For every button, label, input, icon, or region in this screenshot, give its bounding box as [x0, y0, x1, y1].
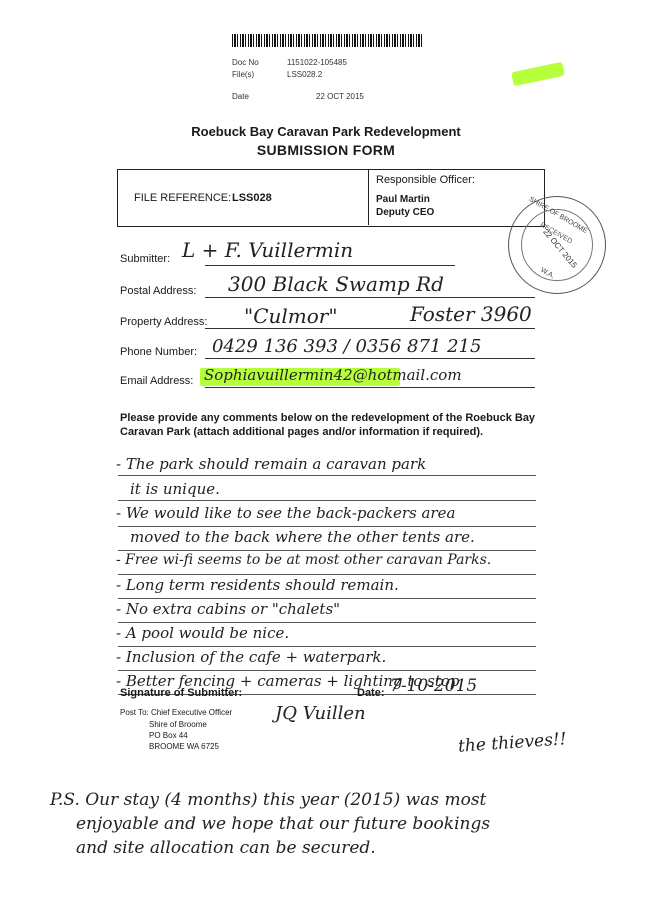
signature-date-value: 7-10-2015	[390, 676, 478, 696]
postscript-line: and site allocation can be secured.	[76, 838, 376, 858]
responsible-officer-label: Responsible Officer:	[376, 174, 475, 186]
form-title: Roebuck Bay Caravan Park Redevelopment	[191, 124, 461, 139]
highlighter-mark	[511, 61, 565, 87]
postscript-line: P.S. Our stay (4 months) this year (2015…	[50, 790, 487, 810]
comment-continuation: the thieves!!	[457, 729, 568, 757]
post-to-line: BROOME WA 6725	[149, 742, 219, 751]
phone-number-value: 0429 136 393 / 0356 871 215	[212, 336, 482, 357]
phone-number-label: Phone Number:	[120, 346, 198, 358]
comment-text: - We would like to see the back-packers …	[116, 504, 456, 522]
post-to-label: Post To: Chief Executive Officer	[120, 708, 233, 717]
box-divider	[368, 169, 369, 225]
files-value: LSS028.2	[287, 70, 323, 79]
post-to-line: PO Box 44	[149, 731, 188, 740]
comment-line	[118, 526, 536, 527]
comment-line	[118, 598, 536, 599]
postal-address-label: Postal Address:	[120, 285, 197, 297]
file-reference-label: FILE REFERENCE:	[134, 192, 232, 204]
received-stamp-inner	[521, 209, 593, 281]
comment-text: - No extra cabins or "chalets"	[116, 600, 341, 618]
officer-title: Deputy CEO	[376, 207, 435, 218]
form-subtitle: SUBMISSION FORM	[256, 142, 396, 158]
submitter-label: Submitter:	[120, 253, 171, 265]
comment-line	[118, 550, 536, 551]
comment-line	[118, 475, 536, 476]
email-address-value: Sophiavuillermin42@hotmail.com	[204, 366, 462, 384]
file-reference-value: LSS028	[232, 192, 272, 204]
comment-line	[118, 694, 536, 695]
submitter-line	[205, 265, 455, 266]
date-label: Date	[232, 92, 249, 101]
email-address-label: Email Address:	[120, 375, 194, 387]
comment-text: it is unique.	[130, 480, 220, 498]
barcode	[232, 34, 422, 47]
postal-address-value: 300 Black Swamp Rd	[228, 272, 444, 296]
signature-image: JQ Vuillen	[275, 703, 366, 724]
signature-label: Signature of Submitter:	[120, 687, 243, 699]
doc-no-label: Doc No	[232, 58, 259, 67]
submitter-value: L + F. Vuillermin	[182, 238, 354, 262]
date-value: 22 OCT 2015	[316, 92, 364, 101]
comment-line	[118, 670, 536, 671]
comment-text: - Long term residents should remain.	[116, 576, 399, 594]
comment-text: moved to the back where the other tents …	[130, 528, 475, 546]
comment-line	[118, 574, 536, 575]
post-to-line: Shire of Broome	[149, 720, 207, 729]
comment-text: - Better fencing + cameras + lighting to…	[116, 672, 460, 690]
property-address-value: "Culmor"	[244, 304, 338, 328]
date-label-signature: Date:	[357, 687, 385, 699]
comment-text: - The park should remain a caravan park	[116, 455, 427, 473]
files-label: File(s)	[232, 70, 255, 79]
comment-line	[118, 500, 536, 501]
phone-number-line	[205, 358, 535, 359]
email-address-line	[205, 387, 535, 388]
email-highlight	[200, 368, 400, 386]
comment-line	[118, 622, 536, 623]
officer-name: Paul Martin	[376, 194, 430, 205]
instructions-text: Please provide any comments below on the…	[120, 412, 536, 438]
doc-no-value: 1151022-105485	[287, 58, 347, 67]
comment-line	[118, 646, 536, 647]
comment-text: - Free wi-fi seems to be at most other c…	[116, 552, 492, 568]
postscript-line: enjoyable and we hope that our future bo…	[76, 814, 491, 834]
property-address-line	[205, 328, 535, 329]
property-address-label: Property Address:	[120, 316, 208, 328]
comment-text: - Inclusion of the cafe + waterpark.	[116, 648, 387, 666]
property-address-value-2: Foster 3960	[410, 302, 532, 326]
postal-address-line	[205, 297, 535, 298]
comment-text: - A pool would be nice.	[116, 624, 290, 642]
received-stamp	[508, 196, 606, 294]
